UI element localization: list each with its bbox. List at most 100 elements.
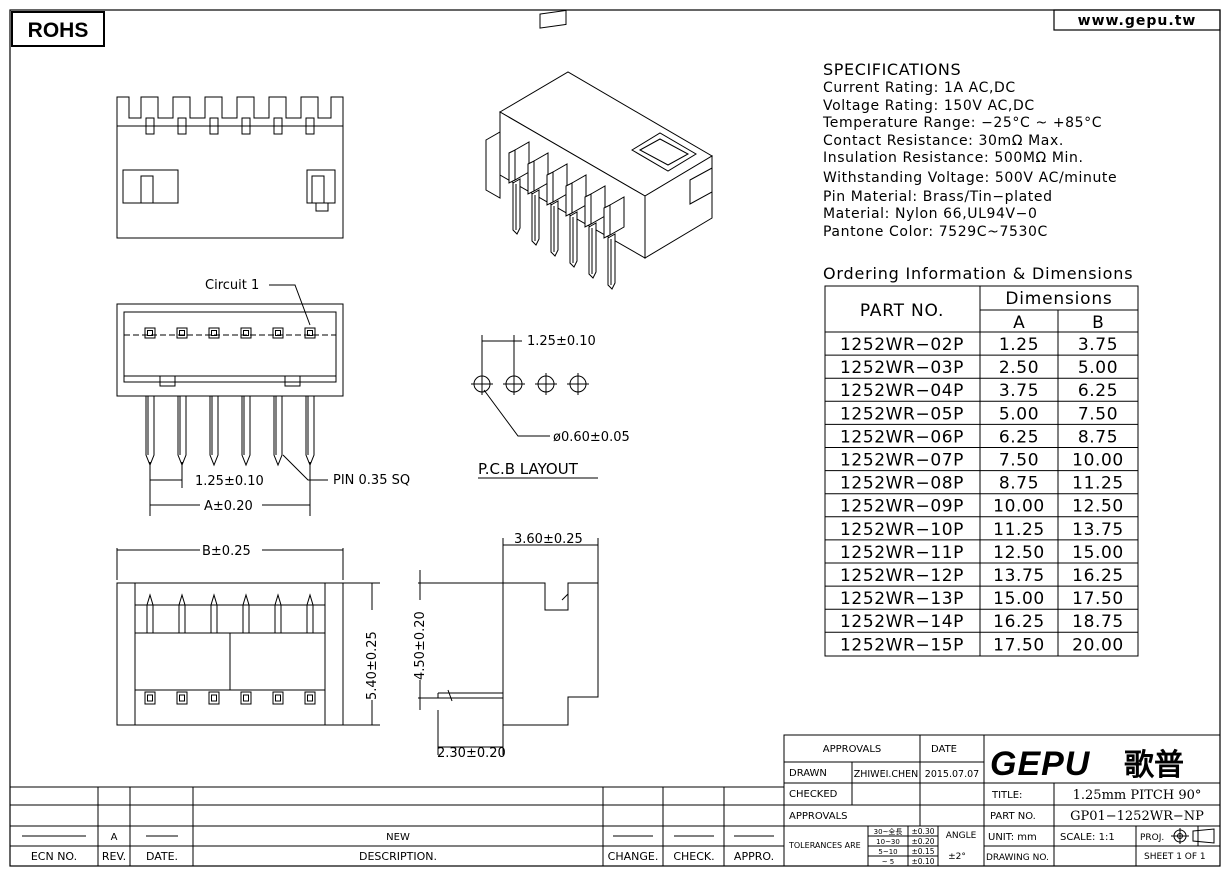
gepu-logo: GEPU xyxy=(990,745,1091,783)
proj-label: PROJ. xyxy=(1140,833,1164,843)
part-no-cell: 1252WR−11P xyxy=(840,543,964,563)
drawing-no-label: DRAWING NO. xyxy=(986,853,1049,863)
iso-pin xyxy=(584,185,606,279)
check-header: CHECK. xyxy=(673,850,714,863)
angle-tol: ±2° xyxy=(948,852,966,862)
spec-line: Insulation Resistance: 500MΩ Min. xyxy=(823,150,1084,166)
dim-a-cell: 8.75 xyxy=(999,474,1039,494)
iso-pin xyxy=(508,141,530,235)
rev-value: A xyxy=(111,832,118,843)
table-row: 1252WR−04P 3.75 6.25 xyxy=(825,377,1138,401)
tol-value: ±0.30 xyxy=(912,827,935,836)
col-dimensions: Dimensions xyxy=(1005,289,1112,309)
dim-b-cell: 5.00 xyxy=(1078,358,1118,378)
revision-text: A NEW ECN NO. REV. DATE. DESCRIPTION. CH… xyxy=(31,832,774,863)
dim-a-cell: 10.00 xyxy=(993,497,1045,517)
projection-icon xyxy=(1171,828,1215,844)
tol-range: 30~全長 xyxy=(874,827,903,836)
drawn-date: 2015.07.07 xyxy=(925,769,979,780)
part-no-cell: 1252WR−13P xyxy=(840,589,964,609)
tol-range: 5~10 xyxy=(878,848,897,856)
date-header: DATE xyxy=(931,744,957,755)
tolerances-label: TOLERANCES ARE xyxy=(788,841,861,850)
dim-b-cell: 10.00 xyxy=(1072,451,1124,471)
ecn-header: ECN NO. xyxy=(31,850,77,863)
part-no-cell: 1252WR−09P xyxy=(840,497,964,517)
dim-b-cell: 3.75 xyxy=(1078,335,1118,355)
pcb-hole xyxy=(471,373,493,395)
iso-pin xyxy=(527,152,549,246)
spec-line: Current Rating: 1A AC,DC xyxy=(823,80,1016,96)
part-no-cell: 1252WR−15P xyxy=(840,635,964,655)
table-row: 1252WR−06P 6.25 8.75 xyxy=(825,423,1138,447)
dim-b-cell: 7.50 xyxy=(1078,404,1118,424)
rohs-label: ROHS xyxy=(28,19,89,42)
scale-label: SCALE: 1:1 xyxy=(1060,832,1115,843)
top-pin xyxy=(273,117,283,135)
ordering-title: Ordering Information & Dimensions xyxy=(823,264,1133,283)
part-no-label: PART NO. xyxy=(990,811,1036,822)
top-pin xyxy=(177,117,187,135)
part-no-cell: 1252WR−02P xyxy=(840,335,964,355)
isometric-view xyxy=(485,9,713,290)
dim-b-cell: 6.25 xyxy=(1078,381,1118,401)
pcb-layout: 1.25±0.10 ø0.60±0.05 P.C.B LAYOUT xyxy=(471,334,630,479)
dim-a-cell: 6.25 xyxy=(999,427,1039,447)
spec-line: Material: Nylon 66,UL94V−0 xyxy=(823,206,1038,222)
change-header: CHANGE. xyxy=(608,850,659,863)
dim-b-cell: 11.25 xyxy=(1072,474,1124,494)
dim-b-cell: 15.00 xyxy=(1072,543,1124,563)
top-pin xyxy=(145,117,155,135)
dim-a-cell: 13.75 xyxy=(993,566,1045,586)
spec-title: SPECIFICATIONS xyxy=(823,60,961,79)
rev-header: REV. xyxy=(102,850,126,863)
pcb-layout-title: P.C.B LAYOUT xyxy=(478,460,579,478)
width-360-dim: 3.60±0.25 xyxy=(514,532,583,547)
checked-label: CHECKED xyxy=(789,789,838,800)
tol-range: ~ 5 xyxy=(882,858,895,866)
part-no-cell: 1252WR−04P xyxy=(840,381,964,401)
dim-b-cell: 13.75 xyxy=(1072,520,1124,540)
part-no-cell: 1252WR−06P xyxy=(840,427,964,447)
dim-b-cell: 12.50 xyxy=(1072,497,1124,517)
revision-block xyxy=(10,786,784,866)
drawn-label: DRAWN xyxy=(789,768,827,779)
bottom-pin xyxy=(240,593,252,705)
front-pin xyxy=(240,327,252,467)
bottom-pin xyxy=(208,593,220,705)
title-block-text: APPROVALS DATE DRAWN ZHIWEI.CHEN 2015.07… xyxy=(788,744,1206,866)
front-view: Circuit 1 1.25±0.10 A±0.20 PIN 0.35 SQ xyxy=(116,278,410,516)
table-row: 1252WR−09P 10.00 12.50 xyxy=(825,493,1138,517)
approvals-header: APPROVALS xyxy=(823,744,882,755)
col-a: A xyxy=(1013,313,1025,333)
dim-a-cell: 7.50 xyxy=(999,451,1039,471)
a-dim: A±0.20 xyxy=(204,499,253,514)
dim-a-cell: 16.25 xyxy=(993,612,1045,632)
dim-b-cell: 17.50 xyxy=(1072,589,1124,609)
bottom-view: B±0.25 5.40±0.25 xyxy=(116,544,380,726)
spec-line: Pin Material: Brass/Tin−plated xyxy=(823,189,1053,205)
dim-a-cell: 2.50 xyxy=(999,358,1039,378)
dim-a-cell: 5.00 xyxy=(999,404,1039,424)
tol-value: ±0.10 xyxy=(912,857,935,866)
b-dim: B±0.25 xyxy=(202,544,251,559)
desc-value: NEW xyxy=(386,832,410,843)
dim-b-cell: 8.75 xyxy=(1078,427,1118,447)
pin-size-label: PIN 0.35 SQ xyxy=(333,473,410,488)
iso-pin xyxy=(546,163,568,257)
title-value: 1.25mm PITCH 90° xyxy=(1073,788,1202,803)
tol-range: 10~30 xyxy=(876,838,900,846)
appro-header: APPRO. xyxy=(734,850,774,863)
pcb-hole xyxy=(567,373,589,395)
angle-label: ANGLE xyxy=(946,831,977,841)
dim-a-cell: 3.75 xyxy=(999,381,1039,401)
dim-b-cell: 20.00 xyxy=(1072,635,1124,655)
